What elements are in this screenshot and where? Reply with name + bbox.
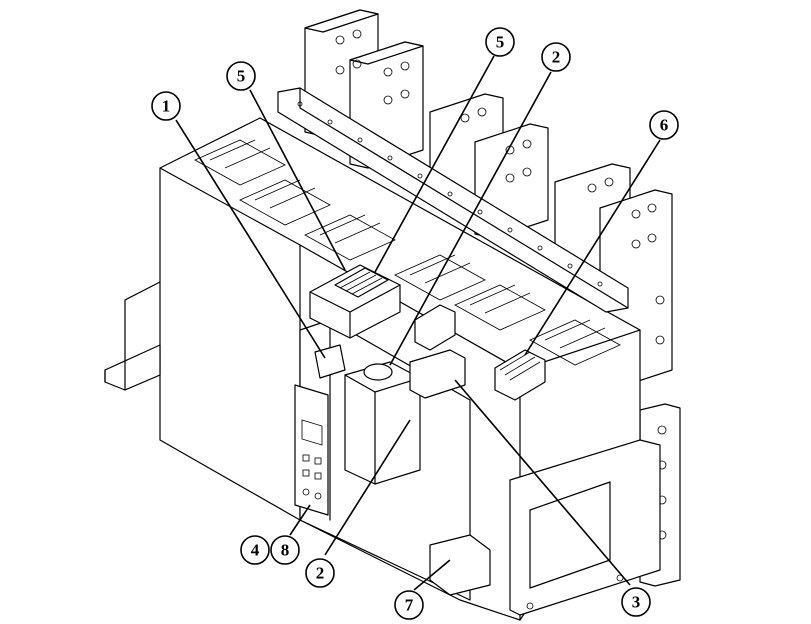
terminal-grid-pads	[194, 139, 621, 366]
callout-leaders	[175, 55, 661, 591]
callout-2-bottom: 2	[305, 558, 335, 588]
callout-label-2-top: 2	[552, 48, 561, 67]
top-busbar	[277, 87, 629, 313]
front-mechanism	[314, 344, 491, 596]
callout-7: 7	[394, 590, 424, 620]
callout-label-5-right: 5	[496, 33, 505, 52]
callout-8: 8	[270, 535, 300, 565]
callout-label-7: 7	[405, 596, 414, 615]
auxiliary-terminal-blocks	[309, 264, 546, 401]
callout-label-5-left: 5	[237, 67, 246, 86]
front-control-panel	[294, 384, 329, 516]
callout-5-left: 5	[226, 61, 256, 91]
callout-label-2-bottom: 2	[316, 564, 325, 583]
callout-5-right: 5	[485, 27, 515, 57]
callout-label-8: 8	[281, 541, 290, 560]
callout-label-4: 4	[251, 541, 260, 560]
callout-label-1: 1	[162, 97, 171, 116]
callout-3: 3	[621, 587, 651, 617]
callout-2-top: 2	[541, 42, 571, 72]
callout-6: 6	[649, 110, 679, 140]
callout-label-3: 3	[632, 593, 641, 612]
callout-label-6: 6	[660, 116, 669, 135]
callout-4: 4	[240, 535, 270, 565]
callout-1: 1	[151, 91, 181, 121]
